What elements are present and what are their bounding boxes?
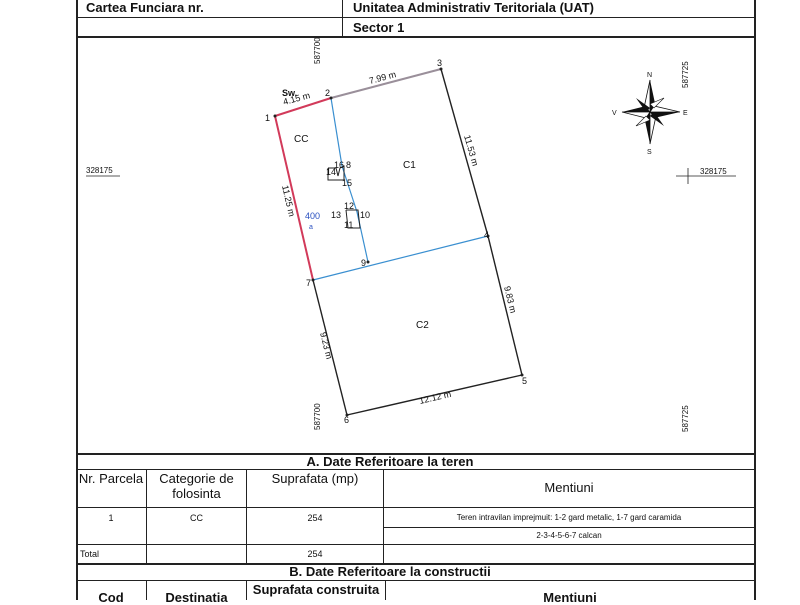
point-label-4: 4 [484, 230, 489, 240]
lot-marker-icon: a [309, 224, 313, 231]
point-label-16: 16 [334, 160, 344, 170]
section-a-top-line [76, 453, 756, 455]
edge-2-3 [330, 68, 442, 99]
edge-5-6 [346, 374, 523, 416]
cadastral-book-label: Cartea Funciara nr. [86, 0, 204, 15]
lot-number: 400 [305, 211, 320, 221]
col-mentiuni: Mentiuni [544, 480, 594, 495]
compass-e: E [683, 110, 688, 117]
point-label-13: 13 [331, 210, 341, 220]
compass-w: V [612, 110, 617, 117]
header-divider [342, 0, 343, 36]
row1-nr: 1 [108, 513, 114, 523]
point-label-6: 6 [344, 415, 349, 425]
sw-label: Sw. [282, 88, 297, 98]
point-label-10: 10 [360, 210, 370, 220]
zone-c2-label: C2 [416, 320, 429, 331]
edge-7-1 [274, 115, 314, 281]
section-a-title: A. Date Referitoare la teren [306, 454, 474, 469]
structure-14-16 [327, 165, 345, 181]
right-frame-border [754, 0, 756, 600]
dim-3-4: 11.53 m [462, 134, 480, 167]
col-nr-parcela: Nr. Parcela [78, 471, 144, 486]
compass-n: N [647, 72, 652, 79]
compass-rose-icon [621, 79, 681, 145]
edge-1-2 [274, 97, 332, 117]
point-label-11: 11 [344, 220, 353, 230]
point-label-1: 1 [265, 113, 270, 123]
col-suprafata: Suprafata (mp) [271, 471, 359, 486]
edge-6-7 [312, 279, 348, 416]
section-b-title: B. Date Referitoare la constructii [289, 564, 491, 579]
point-label-7: 7 [306, 278, 311, 288]
point-label-8: 8 [346, 160, 351, 170]
line-7-4 [312, 235, 489, 281]
col-mentiuni-b: Mentiuni [543, 590, 597, 605]
dim-5-6: 12.12 m [418, 389, 452, 406]
zone-cc-label: CC [294, 134, 308, 145]
dim-7-1: 11.25 m [280, 184, 297, 217]
total-label: Total [80, 549, 100, 559]
uat-label: Unitatea Administrativ Teritoriala (UAT) [353, 0, 595, 15]
total-value: 254 [307, 549, 323, 559]
header-bottom-line [76, 36, 756, 38]
row1-mentiuni-2: 2-3-4-5-6-7 calcan [536, 531, 602, 540]
point-label-3: 3 [437, 58, 442, 68]
zone-c1-label: C1 [403, 160, 416, 171]
edge-3-4 [440, 68, 489, 237]
coord-bottom: 587700 [313, 403, 322, 430]
dim-6-7: 9.23 m [318, 331, 334, 360]
col-categorie: Categorie de folosinta [159, 471, 234, 501]
point-label-5: 5 [522, 376, 527, 386]
edge-4-5 [487, 235, 523, 376]
row1-categorie: CC [190, 513, 203, 523]
section-b-top-line [76, 563, 756, 565]
col-cod: Cod [98, 590, 124, 605]
vertex-points [273, 67, 524, 417]
coord-bottom-right: 587725 [681, 405, 690, 432]
line-2-8 [330, 97, 343, 167]
point-label-12: 12 [344, 201, 354, 211]
sector-label: Sector 1 [353, 20, 405, 35]
compass-s: S [647, 149, 652, 156]
col-suprafata-construita: Suprafata construita [252, 582, 380, 597]
col-destinatia: Destinatia [165, 590, 228, 605]
point-label-15: 15 [342, 178, 352, 188]
coord-top: 587700 [313, 37, 322, 64]
coord-right: 328175 [700, 167, 727, 176]
dim-4-5: 9.83 m [502, 285, 518, 314]
point-label-2: 2 [325, 88, 330, 98]
structure-11-13 [345, 209, 361, 229]
point-label-9: 9 [361, 258, 366, 268]
header-row-line [76, 17, 756, 18]
row1-mentiuni-1: Teren intravilan imprejmuit: 1-2 gard me… [456, 513, 682, 522]
coord-left: 328175 [86, 166, 113, 175]
point-label-14: 14 [326, 167, 336, 177]
row1-suprafata: 254 [307, 513, 323, 523]
left-frame-border [76, 0, 78, 600]
cadastral-plan: 1 2 3 4 5 6 7 8 9 10 11 12 13 14 15 16 4… [86, 37, 736, 432]
coord-top-right: 587725 [681, 61, 690, 88]
